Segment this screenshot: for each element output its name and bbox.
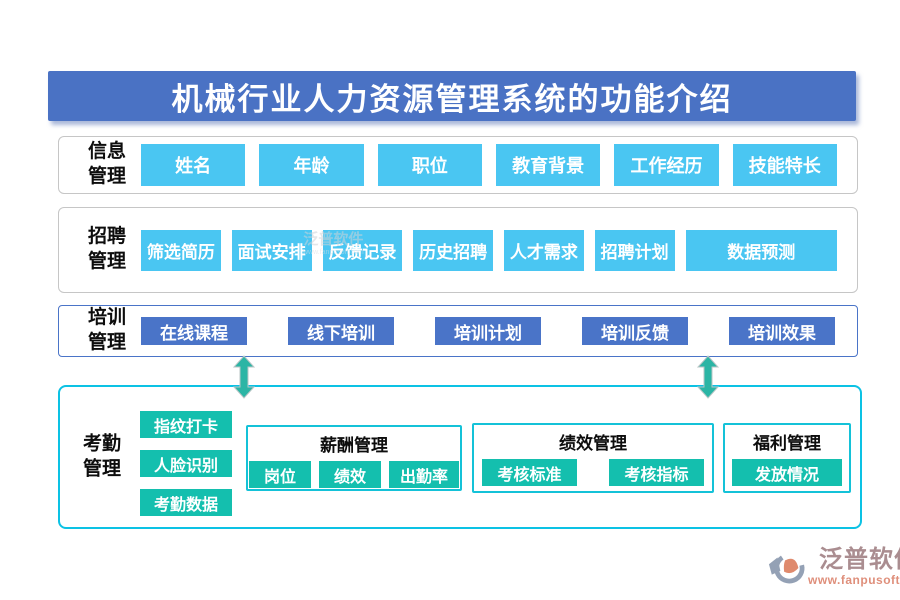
attendance-management-label: 考勤 管理 bbox=[82, 433, 121, 479]
button-post[interactable]: 岗位 bbox=[249, 461, 311, 488]
training-management-panel: 培训 管理 在线课程 线下培训 培训计划 培训反馈 培训效果 bbox=[58, 305, 858, 357]
button-data-forecast[interactable]: 数据预测 bbox=[685, 229, 838, 271]
training-management-label: 培训 管理 bbox=[87, 307, 126, 353]
button-skills[interactable]: 技能特长 bbox=[732, 144, 837, 186]
button-online-course[interactable]: 在线课程 bbox=[141, 317, 247, 345]
recruit-management-label: 招聘 管理 bbox=[87, 226, 126, 272]
button-performance[interactable]: 绩效 bbox=[319, 461, 381, 488]
button-feedback-record[interactable]: 反馈记录 bbox=[322, 229, 403, 271]
updown-arrow-icon bbox=[232, 355, 256, 399]
attendance-management-panel: 考勤 管理 指纹打卡 人脸识别 考勤数据 薪酬管理 岗位 绩效 出勤率 绩效管理… bbox=[58, 385, 862, 529]
salary-button-row: 岗位 绩效 出勤率 bbox=[248, 461, 460, 488]
button-distribution-status[interactable]: 发放情况 bbox=[732, 459, 842, 486]
button-resume-screening[interactable]: 筛选简历 bbox=[141, 229, 221, 271]
vendor-url: www.fanpusoft.com bbox=[808, 573, 900, 588]
button-fingerprint-punch[interactable]: 指纹打卡 bbox=[140, 411, 232, 438]
button-recruit-plan[interactable]: 招聘计划 bbox=[594, 229, 675, 271]
recruit-button-strip: 筛选简历 面试安排 反馈记录 历史招聘 人才需求 招聘计划 数据预测 bbox=[141, 229, 838, 271]
vendor-logo: 泛普软件 www.fanpusoft.com bbox=[768, 546, 900, 588]
performance-management-box: 绩效管理 考核标准 考核指标 bbox=[472, 423, 714, 493]
welfare-management-title: 福利管理 bbox=[753, 434, 821, 453]
info-management-panel: 信息 管理 姓名 年龄 职位 教育背景 工作经历 技能特长 bbox=[58, 136, 858, 194]
button-talent-demand[interactable]: 人才需求 bbox=[504, 229, 584, 271]
button-assessment-standard[interactable]: 考核标准 bbox=[482, 459, 577, 486]
button-position[interactable]: 职位 bbox=[377, 144, 482, 186]
button-attendance-data[interactable]: 考勤数据 bbox=[140, 489, 232, 516]
button-history-recruit[interactable]: 历史招聘 bbox=[413, 229, 493, 271]
welfare-management-box: 福利管理 发放情况 bbox=[723, 423, 851, 493]
button-age[interactable]: 年龄 bbox=[259, 144, 364, 186]
welfare-button-row: 发放情况 bbox=[725, 459, 849, 486]
info-management-label: 信息 管理 bbox=[87, 141, 126, 187]
button-work-experience[interactable]: 工作经历 bbox=[614, 144, 719, 186]
salary-management-title: 薪酬管理 bbox=[320, 436, 388, 455]
button-assessment-index[interactable]: 考核指标 bbox=[609, 459, 704, 486]
button-education[interactable]: 教育背景 bbox=[495, 144, 601, 186]
page-title: 机械行业人力资源管理系统的功能介绍 bbox=[48, 71, 856, 121]
performance-management-title: 绩效管理 bbox=[559, 434, 627, 453]
button-offline-training[interactable]: 线下培训 bbox=[288, 317, 394, 345]
button-interview-schedule[interactable]: 面试安排 bbox=[231, 229, 312, 271]
performance-button-row: 考核标准 考核指标 bbox=[474, 459, 712, 486]
button-training-feedback[interactable]: 培训反馈 bbox=[582, 317, 688, 345]
updown-arrow-icon bbox=[696, 355, 720, 399]
salary-management-box: 薪酬管理 岗位 绩效 出勤率 bbox=[246, 425, 462, 491]
button-attendance-rate[interactable]: 出勤率 bbox=[389, 461, 459, 488]
training-button-strip: 在线课程 线下培训 培训计划 培训反馈 培训效果 bbox=[141, 317, 835, 345]
button-training-effect[interactable]: 培训效果 bbox=[729, 317, 835, 345]
vendor-name: 泛普软件 bbox=[819, 546, 900, 573]
vendor-logo-texts: 泛普软件 www.fanpusoft.com bbox=[808, 546, 900, 588]
button-training-plan[interactable]: 培训计划 bbox=[435, 317, 541, 345]
info-button-strip: 姓名 年龄 职位 教育背景 工作经历 技能特长 bbox=[141, 144, 837, 186]
button-face-recognition[interactable]: 人脸识别 bbox=[140, 450, 232, 477]
fanpu-logo-icon bbox=[768, 549, 806, 587]
button-name[interactable]: 姓名 bbox=[141, 144, 246, 186]
recruit-management-panel: 招聘 管理 筛选简历 面试安排 反馈记录 历史招聘 人才需求 招聘计划 数据预测 bbox=[58, 207, 858, 293]
